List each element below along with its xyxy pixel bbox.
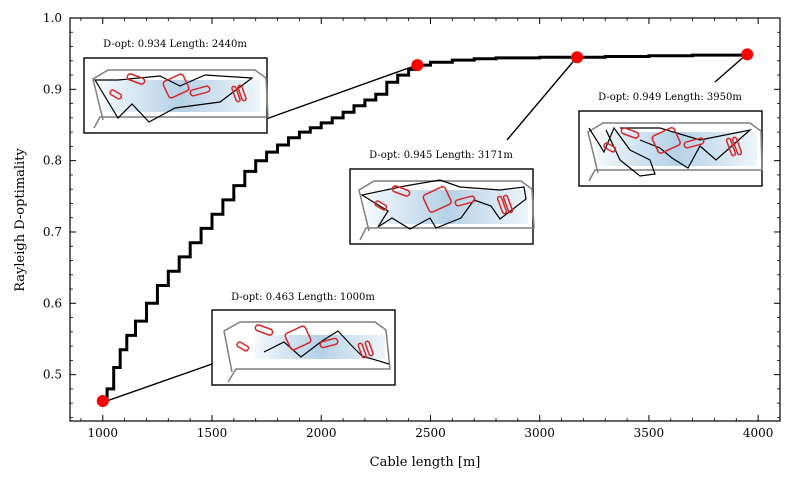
connector-1000 bbox=[100, 363, 213, 404]
fault-zone bbox=[731, 136, 743, 156]
inset-label-1000: D-opt: 0.463 Length: 1000m bbox=[231, 292, 375, 303]
fault-zone bbox=[422, 186, 452, 213]
fault-zone bbox=[725, 137, 737, 157]
y-tick-label: 0.9 bbox=[43, 82, 62, 96]
inset-label-2440: D-opt: 0.934 Length: 2440m bbox=[103, 39, 247, 50]
x-tick-label: 2500 bbox=[415, 426, 446, 440]
x-tick-label: 3000 bbox=[524, 426, 555, 440]
x-axis-label: Cable length [m] bbox=[370, 455, 481, 470]
cable-route bbox=[263, 330, 390, 365]
fault-zones bbox=[236, 324, 374, 359]
highlight-point bbox=[741, 48, 754, 61]
y-tick-label: 1.0 bbox=[43, 11, 62, 25]
fault-zone bbox=[603, 142, 617, 153]
highlight-point bbox=[571, 51, 584, 64]
y-tick-label: 0.6 bbox=[43, 296, 62, 310]
site-boundary bbox=[223, 321, 391, 383]
inset-layout-2440: D-opt: 0.934 Length: 2440m bbox=[83, 39, 269, 134]
fault-zone bbox=[364, 340, 374, 357]
y-tick-label: 0.5 bbox=[43, 368, 62, 382]
connector-3950 bbox=[714, 53, 748, 83]
fault-zone bbox=[237, 84, 247, 102]
fault-zone bbox=[109, 89, 123, 100]
inset-label-3950: D-opt: 0.949 Length: 3950m bbox=[598, 92, 742, 103]
x-tick-label: 1500 bbox=[197, 426, 228, 440]
site-boundary bbox=[92, 69, 269, 129]
fault-zones bbox=[109, 73, 247, 103]
fault-zone bbox=[284, 325, 312, 351]
fault-zone bbox=[496, 195, 508, 215]
x-tick-label: 4000 bbox=[743, 426, 774, 440]
highlight-point bbox=[96, 395, 109, 408]
x-tick-label: 1000 bbox=[87, 426, 118, 440]
fault-zones bbox=[374, 185, 514, 215]
annotation-connectors bbox=[100, 53, 748, 404]
fault-zones bbox=[603, 127, 743, 157]
fault-zone bbox=[319, 337, 339, 349]
inset-layout-1000: D-opt: 0.463 Length: 1000m bbox=[211, 292, 396, 386]
fault-zone bbox=[683, 137, 705, 149]
inset-label-3171: D-opt: 0.945 Length: 3171m bbox=[369, 150, 513, 161]
fault-zone bbox=[502, 194, 514, 214]
connector-3171 bbox=[506, 56, 578, 141]
x-tick-label: 3500 bbox=[634, 426, 665, 440]
y-tick-label: 0.7 bbox=[43, 225, 62, 239]
fault-zone bbox=[391, 185, 411, 197]
x-tick-label: 2000 bbox=[306, 426, 337, 440]
x-axis: 1000 1500 2000 2500 3000 3500 4000 bbox=[80, 18, 774, 440]
fault-zone bbox=[374, 200, 388, 211]
site-boundary bbox=[358, 180, 535, 241]
fault-zone bbox=[162, 73, 190, 99]
d-optimality-series-line bbox=[102, 53, 749, 403]
fault-zone bbox=[620, 127, 640, 139]
fault-zone bbox=[454, 195, 476, 207]
fault-zone bbox=[189, 85, 211, 97]
y-tick-label: 0.8 bbox=[43, 154, 62, 168]
highlight-point bbox=[411, 59, 424, 72]
cable-route bbox=[360, 179, 527, 230]
fault-zone bbox=[254, 324, 274, 336]
fault-zone bbox=[651, 127, 681, 154]
fault-zone bbox=[126, 73, 146, 85]
inset-layout-3171: D-opt: 0.945 Length: 3171m bbox=[349, 150, 535, 245]
highlight-points bbox=[96, 48, 754, 408]
y-axis-label: Rayleigh D-optimality bbox=[13, 148, 28, 292]
inset-layout-3950: D-opt: 0.949 Length: 3950m bbox=[578, 92, 763, 187]
fault-zone bbox=[231, 85, 241, 103]
connector-2440 bbox=[265, 64, 418, 120]
y-axis: 0.5 0.6 0.7 0.8 0.9 1.0 bbox=[43, 11, 780, 418]
fault-zone bbox=[236, 341, 250, 352]
fault-zone bbox=[357, 342, 367, 359]
